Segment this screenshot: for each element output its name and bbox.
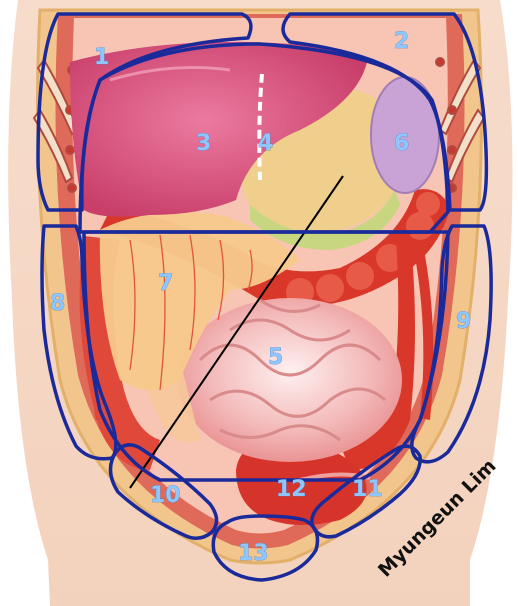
- region-label-5: 5: [268, 345, 283, 370]
- region-label-6: 6: [394, 131, 409, 156]
- region-label-4: 4: [258, 131, 273, 156]
- small-intestine: [178, 298, 402, 462]
- region-label-7: 7: [158, 271, 173, 296]
- region-label-2: 2: [394, 29, 409, 54]
- region-label-8: 8: [50, 291, 65, 316]
- region-label-11: 11: [352, 477, 383, 502]
- region-label-3: 3: [196, 131, 211, 156]
- region-label-1: 1: [94, 45, 109, 70]
- region-label-10: 10: [150, 483, 181, 508]
- region-label-12: 12: [276, 477, 307, 502]
- region-label-13: 13: [238, 541, 269, 566]
- region-label-9: 9: [456, 309, 471, 334]
